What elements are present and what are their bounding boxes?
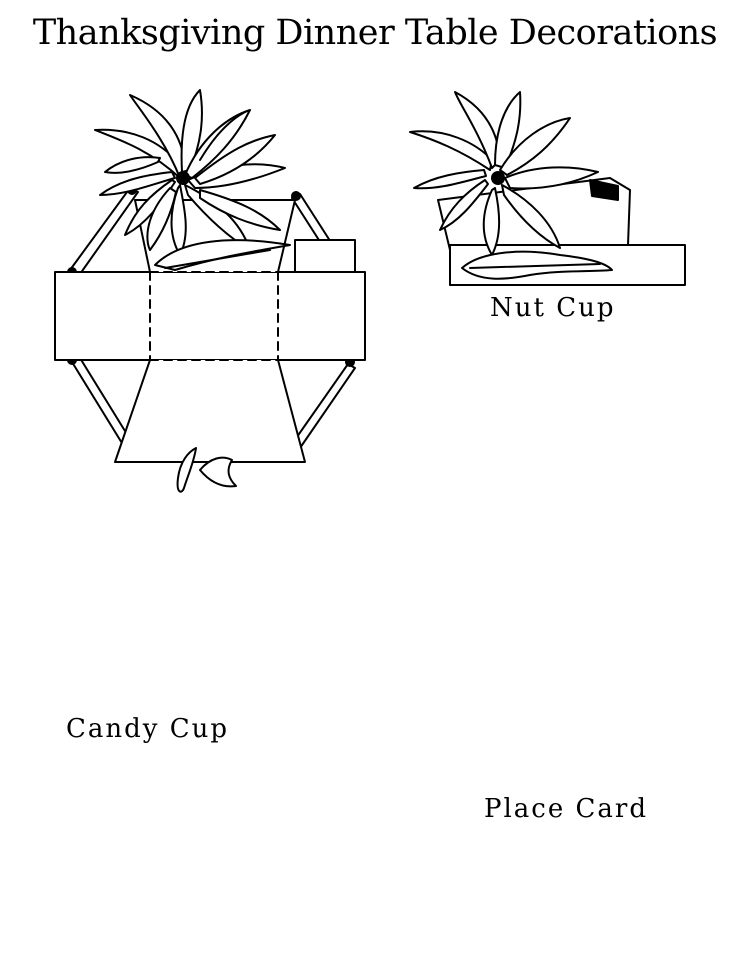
candy-cup-label: Candy Cup [66, 714, 230, 744]
nut-cup-leaves [462, 252, 612, 279]
chrysanthemum-flower [95, 90, 285, 255]
basket-net [55, 200, 365, 462]
chrysanthemum-basket-cutout [55, 90, 365, 492]
place-card-label: Place Card [484, 794, 648, 824]
basket-tab [178, 448, 236, 492]
page-title: Thanksgiving Dinner Table Decorations [32, 13, 718, 53]
chrysanthemum-nut-cup [410, 92, 685, 285]
nut-cup-flower [410, 92, 598, 255]
chrysanthemum-leaves [155, 240, 290, 270]
nut-cup-label: Nut Cup [490, 293, 616, 323]
